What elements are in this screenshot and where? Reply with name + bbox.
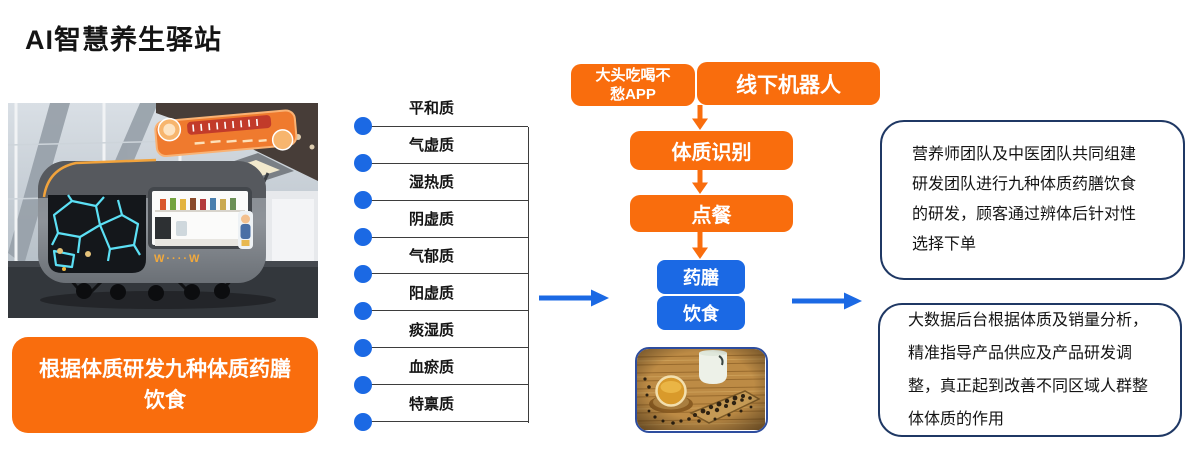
right-panel-research-text: 营养师团队及中医团队共同组建研发团队进行九种体质药膳饮食的研发，顾客通过辨体后针… [912, 146, 1137, 253]
bullet-dot-icon [354, 154, 372, 173]
bullet-dot-icon [354, 117, 372, 136]
bullet-dot-icon [354, 301, 372, 320]
arrow-right-icon [539, 289, 609, 307]
list-item: 阴虚质 [354, 201, 528, 247]
flow-box-result-top-label: 药膳 [683, 268, 719, 288]
flow-box-robot-label: 线下机器人 [736, 73, 841, 97]
list-item: 气郁质 [354, 238, 528, 283]
arrow-right-icon [792, 292, 862, 310]
flow-box-result-bottom-label: 饮食 [683, 304, 719, 324]
list-item-label: 阴虚质 [408, 211, 454, 229]
flow-box-app: 大头吃喝不愁APP [571, 64, 695, 106]
flow-box-robot: 线下机器人 [697, 62, 880, 105]
bullet-dot-icon [354, 191, 372, 210]
list-item: 血瘀质 [354, 348, 528, 394]
svg-text:W····W: W····W [154, 253, 201, 265]
food-truck-illustration: W····W [7, 103, 318, 318]
list-item-label: 血瘀质 [408, 358, 454, 376]
list-item-label: 平和质 [408, 100, 454, 118]
flow-box-order: 点餐 [630, 195, 793, 232]
list-item: 湿热质 [354, 164, 528, 210]
arrow-down-icon [692, 232, 708, 259]
right-panel-research: 营养师团队及中医团队共同组建研发团队进行九种体质药膳饮食的研发，顾客通过辨体后针… [880, 120, 1185, 280]
list-item-label: 气虚质 [408, 137, 454, 155]
list-item: 阳虚质 [354, 274, 528, 320]
bullet-dot-icon [354, 228, 372, 247]
right-panel-bigdata: 大数据后台根据体质及销量分析，精准指导产品供应及产品研发调整，真正起到改善不同区… [878, 303, 1182, 437]
list-item-label: 湿热质 [408, 174, 454, 192]
list-item-label: 气郁质 [408, 248, 454, 265]
shelf-bottles [160, 198, 236, 210]
list-item-label: 阳虚质 [408, 284, 454, 302]
constitution-list: 平和质 气虚质 湿热质 阴虚质 气郁质 阳虚质 痰湿质 血瘀质 特禀质 [354, 90, 528, 431]
health-station-photo: W····W [7, 103, 318, 318]
list-item-label: 痰湿质 [408, 321, 454, 339]
arrow-down-icon [692, 170, 708, 194]
flow-box-order-label: 点餐 [691, 205, 732, 227]
bullet-dot-icon [354, 338, 372, 357]
slogan-text: 根据体质研发九种体质药膳饮食 [39, 357, 291, 413]
flow-box-identify: 体质识别 [630, 131, 793, 170]
list-connector-line [528, 127, 529, 423]
neon-sign [154, 109, 298, 158]
list-item-label: 特禀质 [408, 395, 454, 413]
mascot-sticker [238, 211, 253, 249]
list-item: 痰湿质 [354, 311, 528, 357]
arrow-down-icon [692, 105, 708, 130]
neon-mesh-pattern [51, 194, 141, 269]
bullet-dot-icon [354, 375, 372, 394]
page-title: AI智慧养生驿站 [25, 25, 222, 55]
herbal-tea-illustration [637, 349, 766, 430]
right-panel-bigdata-text: 大数据后台根据体质及销量分析，精准指导产品供应及产品研发调整，真正起到改善不同区… [908, 312, 1149, 428]
bullet-dot-icon [354, 412, 372, 431]
herbal-tea-photo [635, 347, 768, 433]
list-item: 气虚质 [354, 127, 528, 173]
flow-box-result-bottom: 饮食 [657, 296, 745, 330]
list-item: 特禀质 [354, 385, 528, 431]
bullet-dot-icon [354, 264, 372, 283]
list-item: 平和质 [354, 90, 528, 136]
flow-box-result-top: 药膳 [657, 260, 745, 294]
flow-box-identify-label: 体质识别 [671, 142, 752, 164]
slogan-box: 根据体质研发九种体质药膳饮食 [12, 337, 318, 433]
flow-box-app-label: 大头吃喝不愁APP [595, 66, 671, 104]
